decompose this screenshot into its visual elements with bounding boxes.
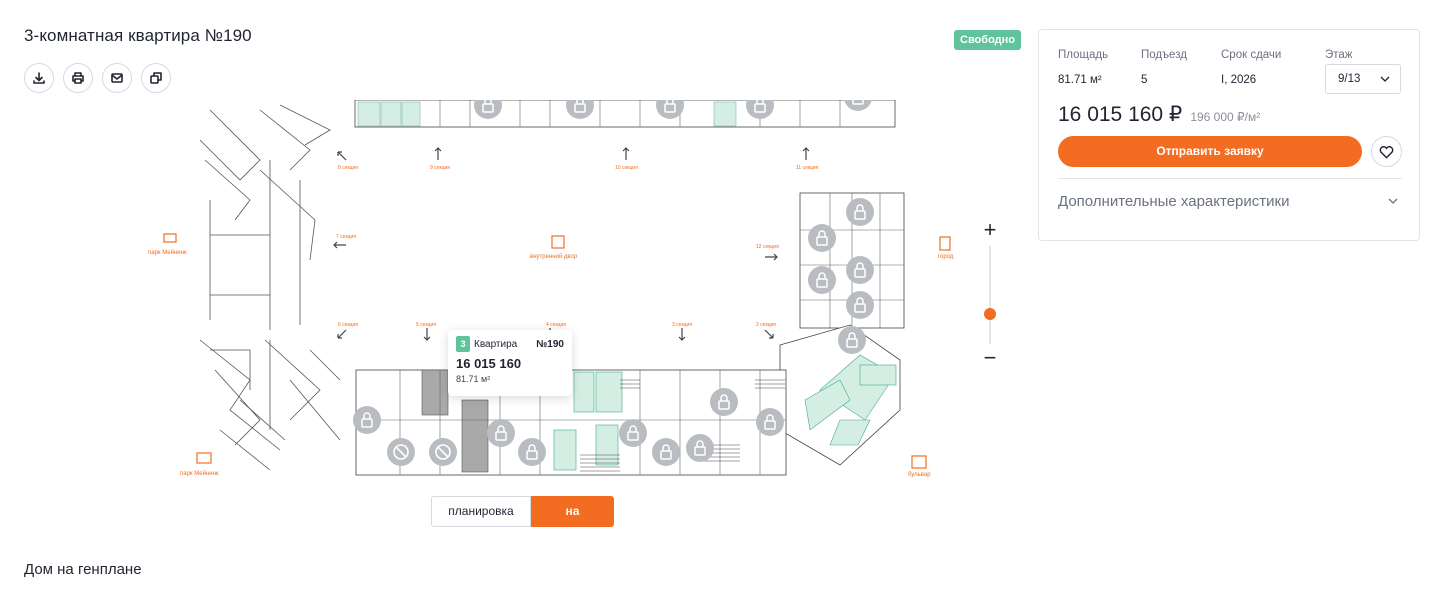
label-section-10: 10 секция — [615, 165, 638, 171]
toolbar — [24, 63, 171, 93]
heart-icon — [1379, 145, 1394, 159]
download-icon — [33, 72, 45, 84]
spec-entrance: Подъезд 5 — [1141, 49, 1187, 86]
additional-characteristics-label: Дополнительные характеристики — [1058, 192, 1290, 210]
label-section-7: 7 секция — [336, 234, 356, 240]
label-section-3: 3 секция — [672, 322, 692, 328]
spec-area: Площадь 81.71 м² — [1058, 49, 1108, 86]
spec-floor: Этаж — [1325, 49, 1353, 61]
label-section-4: 4 секция — [546, 322, 566, 328]
area-value: 81.71 м² — [1058, 74, 1102, 86]
label-section-2: 2 секция — [756, 322, 776, 328]
price-row: 16 015 160 ₽ 196 000 ₽/м² — [1058, 102, 1260, 127]
rooms-badge: 3 — [456, 336, 470, 352]
floor-select-value: 9/13 — [1338, 73, 1361, 85]
mail-button[interactable] — [102, 63, 132, 93]
zoom-slider-handle[interactable] — [984, 308, 996, 320]
delivery-label: Срок сдачи — [1221, 49, 1282, 61]
label-section-11: 11 секция — [796, 165, 819, 171]
area-label: Площадь — [1058, 49, 1109, 61]
floor-view-button[interactable]: на этаже — [531, 496, 614, 547]
floor-plan[interactable]: 8 секция 9 секция 10 секция 11 секция 7 … — [140, 100, 960, 480]
mail-icon — [111, 73, 123, 83]
popup-number: №190 — [536, 338, 564, 350]
copy-icon — [150, 72, 162, 84]
status-badge: Свободно — [954, 30, 1021, 50]
print-icon — [72, 72, 84, 84]
download-button[interactable] — [24, 63, 54, 93]
zoom-slider-track[interactable] — [989, 246, 991, 344]
zoom-in-button[interactable]: + — [983, 217, 997, 242]
copy-button[interactable] — [141, 63, 171, 93]
label-park-bottom: парк Мейнинк — [180, 470, 219, 477]
spec-delivery: Срок сдачи I, 2026 — [1221, 49, 1281, 86]
chevron-down-icon — [1388, 198, 1398, 204]
page-title: 3-комнатная квартира №190 — [24, 26, 252, 45]
label-section-9: 9 секция — [430, 165, 450, 171]
label-park-top: парк Мейнинк — [148, 249, 187, 256]
floor-plan-drawing: 8 секция 9 секция 10 секция 11 секция 7 … — [148, 100, 954, 478]
label-city: город — [938, 254, 954, 260]
zoom-control: + − — [978, 217, 1002, 370]
plan-view-button[interactable]: планировка — [431, 496, 531, 527]
label-courtyard: внутренний двор — [530, 253, 578, 260]
entrance-label: Подъезд — [1141, 49, 1187, 61]
apartment-popup[interactable]: 3 Квартира №190 16 015 160 81.71 м² — [448, 330, 572, 396]
apartment-info-card: Площадь 81.71 м² Подъезд 5 Срок сдачи I,… — [1038, 29, 1420, 241]
print-button[interactable] — [63, 63, 93, 93]
price-per-meter: 196 000 ₽/м² — [1190, 110, 1261, 124]
genplan-heading: Дом на генплане — [24, 561, 142, 578]
floor-label: Этаж — [1325, 49, 1353, 61]
send-request-button[interactable]: Отправить заявку — [1058, 136, 1362, 167]
floor-select[interactable]: 9/13 — [1325, 64, 1401, 94]
popup-type: Квартира — [474, 338, 518, 350]
zoom-out-button[interactable]: − — [983, 345, 997, 370]
popup-price: 16 015 160 — [456, 356, 522, 371]
view-toggle: планировка на этаже — [431, 496, 614, 547]
label-section-8: 8 секция — [338, 165, 358, 171]
favorite-button[interactable] — [1371, 136, 1402, 167]
entrance-value: 5 — [1141, 74, 1148, 86]
label-section-12: 12 секция — [756, 244, 779, 250]
label-section-5: 5 секция — [416, 322, 436, 328]
additional-characteristics-toggle[interactable]: Дополнительные характеристики — [1058, 191, 1402, 211]
delivery-value: I, 2026 — [1221, 74, 1257, 86]
label-boulevard: бульвар — [908, 472, 931, 478]
popup-area: 81.71 м² — [456, 374, 491, 384]
label-section-6: 6 секция — [338, 322, 358, 328]
divider — [1058, 178, 1402, 179]
chevron-down-icon — [1380, 76, 1390, 82]
price: 16 015 160 ₽ — [1058, 103, 1183, 126]
